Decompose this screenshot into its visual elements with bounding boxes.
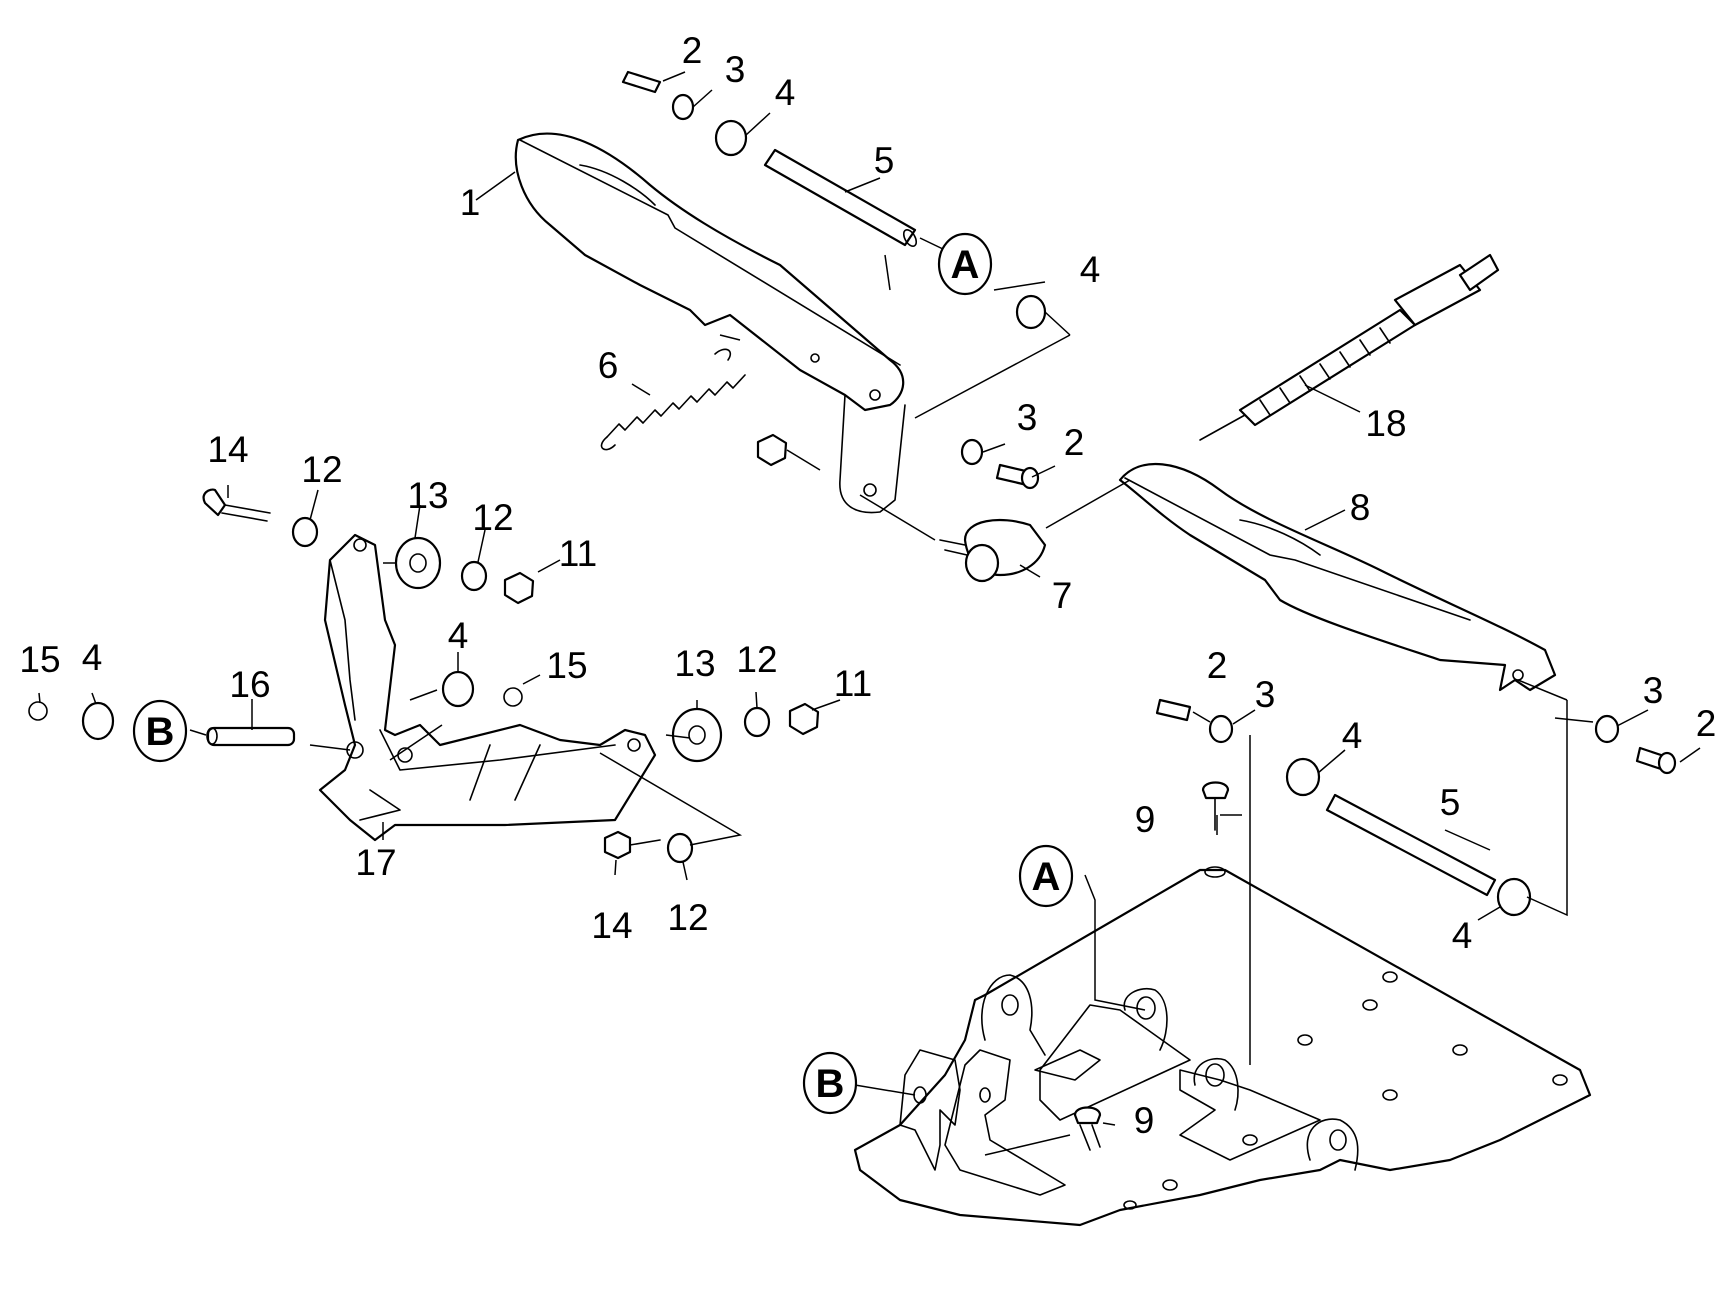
callout-4: 4 [448, 615, 469, 656]
callout-2: 2 [682, 30, 703, 71]
mounting-plate [853, 866, 1592, 1227]
callout-5: 5 [1440, 782, 1461, 823]
callout-4: 4 [775, 72, 796, 113]
callout-4: 4 [1080, 249, 1101, 290]
part-18-cable [1199, 253, 1500, 441]
marker-b-lower: B [802, 1051, 858, 1115]
callout-11: 11 [834, 663, 872, 704]
callout-1: 1 [460, 182, 481, 223]
part-16-pin [206, 726, 296, 747]
callout-4: 4 [1452, 915, 1473, 956]
callout-12: 12 [301, 449, 342, 490]
callout-14: 14 [207, 429, 248, 470]
callout-9: 9 [1134, 1100, 1155, 1141]
callout-14: 14 [591, 905, 632, 946]
nuts-and-clips [28, 433, 820, 736]
callout-8: 8 [1350, 487, 1371, 528]
svg-text:B: B [816, 1062, 845, 1106]
callout-15: 15 [546, 645, 587, 686]
callout-12: 12 [472, 497, 513, 538]
callout-6: 6 [598, 345, 619, 386]
callout-13: 13 [674, 643, 715, 684]
part-5-pin-upper [763, 148, 918, 247]
callout-18: 18 [1365, 403, 1406, 444]
marker-a-lower: A [1018, 844, 1074, 908]
callout-5: 5 [874, 140, 895, 181]
leader-lines [38, 71, 1701, 1156]
callout-12: 12 [667, 897, 708, 938]
part-1-upper-arm [514, 132, 906, 514]
part-8-right-arm [1118, 462, 1557, 692]
callout-2: 2 [1696, 703, 1717, 744]
part-5-pin-lower [1325, 793, 1497, 897]
callout-13: 13 [407, 475, 448, 516]
reference-markers: A A B B [132, 232, 1074, 1115]
svg-text:B: B [146, 710, 175, 754]
part-17-lever [318, 533, 657, 842]
callout-16: 16 [229, 664, 270, 705]
callout-15: 15 [19, 639, 60, 680]
part-7-stud [939, 518, 1047, 583]
callout-3: 3 [1017, 397, 1038, 438]
callout-2: 2 [1064, 422, 1085, 463]
callout-labels: 1 2 3 4 5 4 6 3 2 18 8 7 14 12 13 12 11 … [19, 30, 1716, 1141]
callout-4: 4 [82, 637, 103, 678]
callout-11: 11 [559, 533, 597, 574]
marker-a-upper: A [937, 232, 993, 296]
screws [202, 70, 1677, 1151]
callout-12: 12 [736, 639, 777, 680]
svg-text:A: A [1032, 855, 1061, 899]
callout-3: 3 [1643, 670, 1664, 711]
marker-b-left: B [132, 699, 188, 763]
part-6-spring [600, 348, 746, 451]
callout-2: 2 [1207, 645, 1228, 686]
bushings-and-bearings [81, 119, 1532, 917]
washers [291, 93, 1620, 864]
callout-7: 7 [1052, 575, 1073, 616]
callout-3: 3 [1255, 674, 1276, 715]
callout-17: 17 [355, 842, 396, 883]
callout-4: 4 [1342, 715, 1363, 756]
callout-9: 9 [1135, 799, 1156, 840]
callout-3: 3 [725, 49, 746, 90]
svg-text:A: A [951, 243, 980, 287]
